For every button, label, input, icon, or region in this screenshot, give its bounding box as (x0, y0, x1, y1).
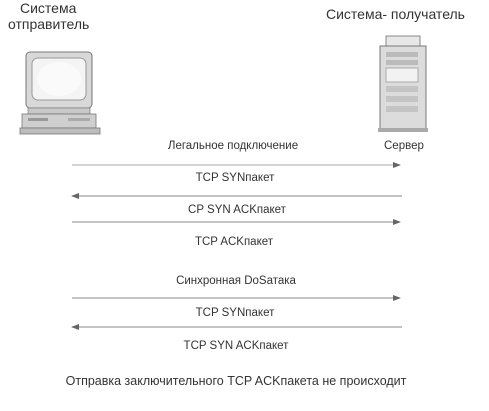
sender-title: Система отправитель (8, 0, 89, 32)
server-label: Сервер (384, 140, 424, 152)
receiver-title: Система- получатель (326, 6, 465, 22)
legal-ack-label: TCP ACKпакет (194, 236, 274, 248)
legal-syn-ack-label: CP SYN ACKпакет (188, 204, 286, 216)
sender-title-line2: отправитель (8, 16, 90, 32)
legal-syn-label: TCP SYNпакет (195, 172, 275, 184)
server-tower-icon (378, 35, 428, 132)
desktop-computer-icon (19, 51, 101, 135)
attack-syn-ack-label: TCP SYN ACKпакет (183, 340, 289, 352)
attack-syn-label: TCP SYNпакет (195, 307, 275, 319)
legal-connection-heading: Легальное подключение (167, 140, 299, 152)
dos-attack-heading: Синхронная DoSатака (176, 275, 296, 287)
sender-title-line1: Система (20, 0, 77, 16)
footer-note: Отправка заключительного TCP ACKпакета н… (65, 374, 407, 388)
